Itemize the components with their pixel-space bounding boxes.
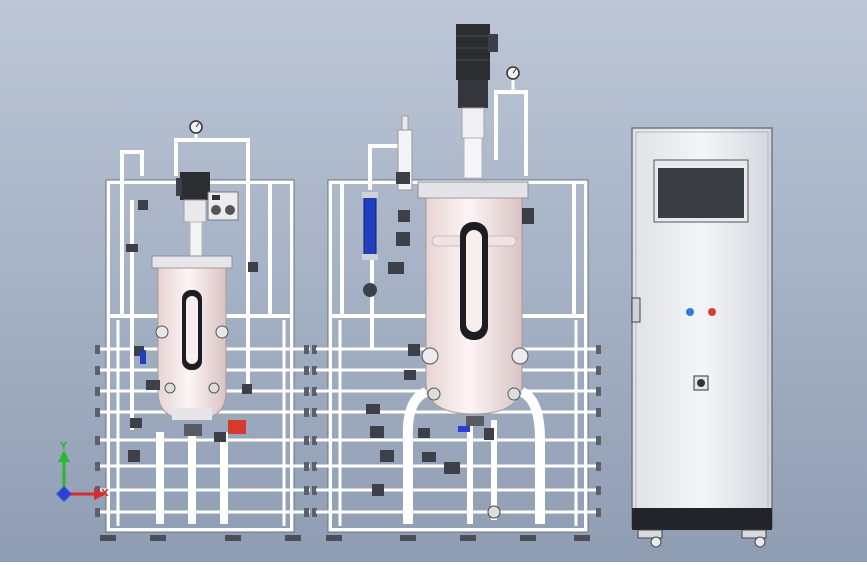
axis-triad: [56, 450, 106, 502]
cabinet-base: [632, 508, 772, 530]
small-agitator-motor: [176, 172, 210, 257]
small-valve-panel: [207, 191, 239, 221]
large-agitator-motor: [456, 24, 498, 179]
indicator-light-blue: [686, 308, 694, 316]
small-fermenter-skid: [95, 120, 317, 541]
cabinet-casters: [637, 529, 767, 548]
small-bottom-valve: [184, 420, 246, 442]
small-fermenter-vessel: [151, 255, 233, 421]
large-fermenter-vessel: [417, 181, 534, 415]
large-skid-feet: [326, 535, 590, 541]
large-bottom-valve: [458, 416, 501, 519]
small-skid-feet: [100, 535, 301, 541]
cabinet-rotary-switch: [693, 375, 709, 391]
indicator-light-red: [708, 308, 716, 316]
rotameter: [362, 192, 378, 260]
cabinet-door-handle: [631, 297, 641, 323]
small-pressure-gauge: [189, 120, 203, 142]
cabinet-hmi-screen: [653, 159, 749, 223]
large-pressure-gauge: [506, 66, 520, 92]
large-fermenter-skid: [316, 24, 601, 541]
control-cabinet: [631, 127, 773, 548]
